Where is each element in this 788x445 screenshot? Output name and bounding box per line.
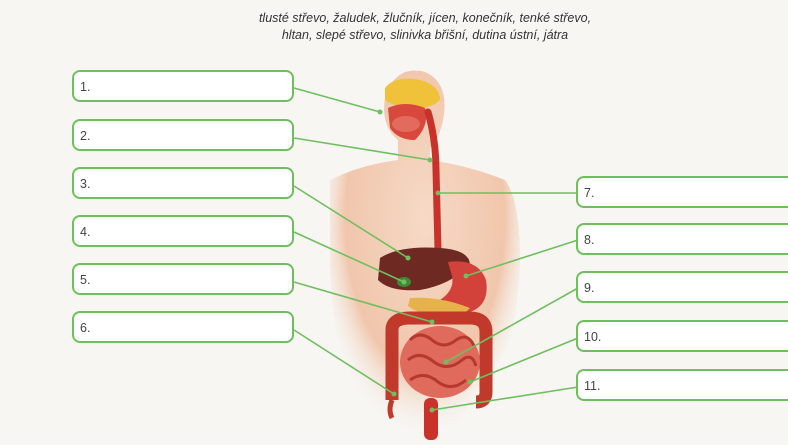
label-box-11[interactable]: 11. <box>576 369 788 401</box>
label-number-8: 8. <box>584 233 594 247</box>
label-box-4[interactable]: 4. <box>72 215 294 247</box>
label-box-1[interactable]: 1. <box>72 70 294 102</box>
small-intestine-organ <box>400 326 480 398</box>
label-box-9[interactable]: 9. <box>576 271 788 303</box>
label-number-2: 2. <box>80 129 90 143</box>
label-box-10[interactable]: 10. <box>576 320 788 352</box>
label-number-7: 7. <box>584 186 594 200</box>
label-number-9: 9. <box>584 281 594 295</box>
label-box-2[interactable]: 2. <box>72 119 294 151</box>
rectum-organ <box>424 398 438 440</box>
label-number-3: 3. <box>80 177 90 191</box>
label-box-6[interactable]: 6. <box>72 311 294 343</box>
label-number-11: 11. <box>584 379 600 393</box>
label-number-10: 10. <box>584 330 601 344</box>
label-box-5[interactable]: 5. <box>72 263 294 295</box>
label-box-8[interactable]: 8. <box>576 223 788 255</box>
label-number-4: 4. <box>80 225 90 239</box>
leader-line-1 <box>294 88 380 112</box>
label-box-3[interactable]: 3. <box>72 167 294 199</box>
label-number-6: 6. <box>80 321 90 335</box>
label-box-7[interactable]: 7. <box>576 176 788 208</box>
appendix-organ <box>390 400 392 418</box>
label-number-1: 1. <box>80 80 90 94</box>
label-number-5: 5. <box>80 273 90 287</box>
